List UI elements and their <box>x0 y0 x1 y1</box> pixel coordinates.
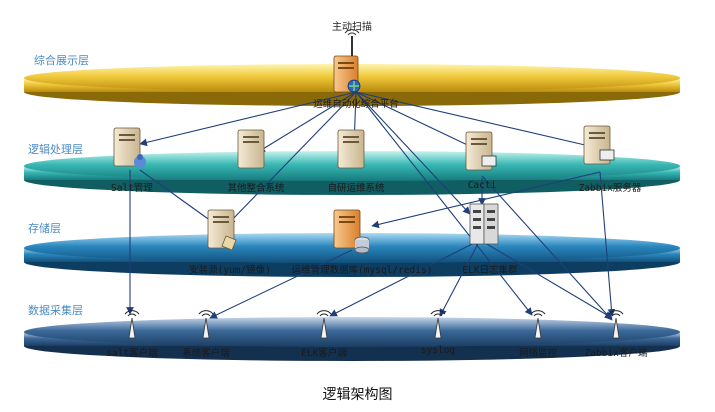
install-source-server-icon <box>207 209 237 251</box>
other-systems-server-icon <box>237 129 265 169</box>
self-dev-server-icon <box>337 129 365 169</box>
layer-label-collect: 数据采集层 <box>28 304 83 317</box>
layer-disk-display <box>24 64 680 106</box>
collect-node-label-system: 系统客户端 <box>182 348 230 359</box>
scan-antenna-icon <box>344 29 360 56</box>
antenna-icon <box>530 310 546 339</box>
elk-cluster-icon <box>469 203 499 245</box>
connection-lines <box>126 91 616 321</box>
antenna-icon <box>430 310 446 339</box>
collect-antennas <box>124 310 624 339</box>
layer-label-storage: 存储层 <box>28 222 61 235</box>
logic-node-label-selfdev: 自研运维系统 <box>327 183 385 194</box>
storage-node-label-db: 运维管理数据库(mysql/redis) <box>291 265 433 276</box>
logic-node-label-cacti: Cacti <box>467 180 497 191</box>
antenna-icon <box>124 310 140 339</box>
logic-node-label-other: 其他整合系统 <box>227 183 285 194</box>
database-server-icon <box>333 209 370 254</box>
antenna-icon <box>608 310 624 339</box>
diagram-caption: 逻辑架构图 <box>322 387 393 403</box>
platform-label: 运维自动化综合平台 <box>313 99 399 110</box>
active-scan-label: 主动扫描 <box>332 22 372 33</box>
cacti-server-icon <box>465 131 497 171</box>
collect-node-label-zabbix: Zabbix客户端 <box>584 348 648 359</box>
layer-label-display: 综合展示层 <box>34 54 89 67</box>
collect-node-label-network: 网络监控 <box>518 348 558 359</box>
collect-node-label-salt: salt客户端 <box>106 348 158 359</box>
logic-node-label-zabbix: Zabbix服务器 <box>578 183 642 194</box>
antenna-icon <box>316 310 332 339</box>
platform-server-icon <box>333 55 361 93</box>
collect-node-label-syslog: syslog <box>420 345 456 356</box>
antenna-icon <box>198 310 214 339</box>
logic-node-label-salt: Salt管理 <box>111 183 153 194</box>
zabbix-server-icon <box>583 125 615 165</box>
salt-server-icon <box>113 127 146 168</box>
storage-node-label-elk: ELK日志集群 <box>462 265 518 276</box>
collect-node-label-elk: ELK客户端 <box>301 348 347 359</box>
layer-label-logic: 逻辑处理层 <box>28 143 83 156</box>
layer-disk-collect <box>24 317 680 361</box>
storage-node-label-install: 安装源(yum/镜像) <box>189 265 271 276</box>
